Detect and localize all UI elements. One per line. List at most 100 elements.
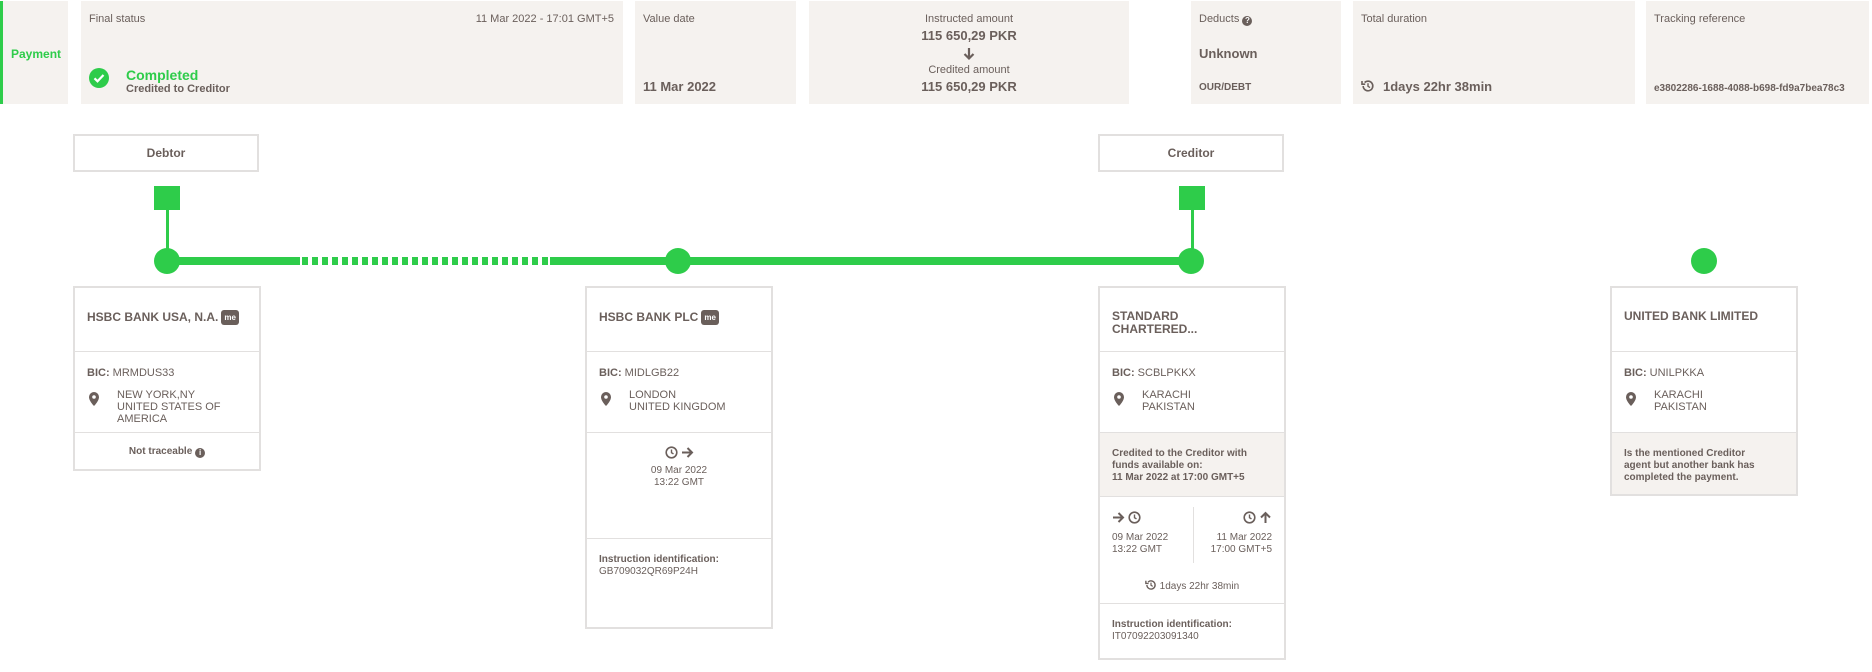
not-traceable: Not traceable i: [75, 446, 259, 458]
final-status-card: Final status 11 Mar 2022 - 17:01 GMT+5 C…: [81, 1, 623, 104]
time-time: 13:22 GMT: [653, 477, 705, 488]
agent-message-section: Is the mentioned Creditor agent but anot…: [1612, 433, 1796, 494]
out-date: 11 Mar 2022: [1216, 532, 1272, 543]
step-duration-value: 1days 22hr 38min: [1159, 581, 1240, 592]
instruction-block: Instruction identification: IT0709220309…: [1112, 619, 1232, 643]
bic-row: BIC: UNILPKKA: [1624, 367, 1704, 379]
arrow-right-icon: [1112, 511, 1125, 524]
agent-message-line: agent but another bank has: [1624, 460, 1755, 471]
clock-icon: [665, 446, 678, 459]
agent-message-line: completed the payment.: [1624, 472, 1739, 483]
bic-label: BIC:: [599, 367, 622, 379]
history-icon: [1361, 79, 1375, 93]
deducts-label: Deducts: [1199, 13, 1240, 25]
bank-card-hsbc-usa[interactable]: HSBC BANK USA, N.A.me BIC: MRMDUS33 NEW …: [73, 286, 261, 471]
value-date: 11 Mar 2022: [643, 79, 717, 94]
timing-text: 09 Mar 2022 13:22 GMT: [587, 465, 771, 489]
address-line: PAKISTAN: [1654, 401, 1707, 413]
value-date-label: Value date: [643, 13, 695, 25]
creditor-label: Creditor: [1098, 134, 1284, 172]
address-line: NEW YORK,NY: [117, 389, 196, 401]
debtor-marker: [154, 186, 180, 210]
route-node-standard-chartered: [1178, 248, 1204, 274]
in-time: 09 Mar 2022 13:22 GMT: [1112, 532, 1168, 556]
clock-arrow-icons: [665, 446, 694, 459]
route-node-hsbc-plc: [665, 248, 691, 274]
clock-icon: [1128, 511, 1141, 524]
tracking-value[interactable]: e3802286-1688-4088-b698-fd9a7bea78c3: [1654, 83, 1845, 94]
instructed-amount-value: 115 650,29 PKR: [921, 28, 1017, 43]
credited-message: Credited to the Creditor with funds avai…: [1112, 448, 1247, 484]
check-circle-icon: [89, 68, 109, 88]
total-duration-value: 1days 22hr 38min: [1383, 79, 1493, 94]
bank-info: BIC: SCBLPKKX KARACHI PAKISTAN: [1100, 352, 1284, 433]
instruction-value: GB709032QR69P24H: [599, 566, 698, 577]
debtor-stem: [166, 210, 169, 250]
instruction-block: Instruction identification: GB709032QR69…: [599, 554, 719, 578]
clock-arrow-up-icons: [1243, 511, 1272, 524]
bic-label: BIC:: [1112, 367, 1135, 379]
instruction-label: Instruction identification:: [599, 554, 719, 565]
credited-line: 11 Mar 2022 at 17:00 GMT+5: [1112, 472, 1245, 483]
bank-header: HSBC BANK USA, N.A.me: [75, 288, 259, 352]
credited-line: Credited to the Creditor with: [1112, 448, 1247, 459]
bic-row: BIC: MIDLGB22: [599, 367, 679, 379]
me-badge: me: [701, 310, 719, 325]
bank-info: BIC: UNILPKKA KARACHI PAKISTAN: [1612, 352, 1796, 433]
final-status-datetime: 11 Mar 2022 - 17:01 GMT+5: [475, 13, 614, 25]
credited-section: Credited to the Creditor with funds avai…: [1100, 433, 1284, 497]
route-line-1: [167, 257, 300, 265]
total-duration-label: Total duration: [1361, 13, 1428, 25]
address-line: PAKISTAN: [1142, 401, 1195, 413]
arrow-clock-icons: [1112, 511, 1141, 524]
out-time-value: 17:00 GMT+5: [1210, 544, 1272, 555]
payment-tab[interactable]: Payment: [0, 1, 68, 104]
location-pin-icon: [1626, 392, 1636, 406]
debtor-label: Debtor: [73, 134, 259, 172]
address-line: KARACHI: [1654, 389, 1703, 401]
route-line-2: [550, 257, 1190, 265]
bank-card-united-bank[interactable]: UNITED BANK LIMITED BIC: UNILPKKA KARACH…: [1610, 286, 1798, 496]
bank-name-line: CHARTERED...: [1112, 322, 1198, 336]
agent-message: Is the mentioned Creditor agent but anot…: [1624, 448, 1755, 484]
bic-row: BIC: SCBLPKKX: [1112, 367, 1196, 379]
arrow-down-icon: [962, 47, 976, 61]
final-status-label: Final status: [89, 13, 146, 25]
status-sub: Credited to Creditor: [126, 83, 230, 95]
info-icon[interactable]: i: [195, 448, 206, 458]
bank-name: HSBC BANK PLC: [599, 310, 699, 324]
arrow-up-icon: [1259, 511, 1272, 524]
route-node-united-bank: [1691, 248, 1717, 274]
arrow-right-icon: [681, 446, 694, 459]
deducts-label-wrap: Deducts ?: [1199, 13, 1253, 26]
instruction-section: Instruction identification: IT0709220309…: [1100, 604, 1284, 658]
credited-amount-value: 115 650,29 PKR: [921, 79, 1017, 94]
amounts-card: Instructed amount 115 650,29 PKR Credite…: [809, 1, 1129, 104]
not-traceable-text: Not traceable: [128, 446, 193, 457]
instruction-section: Instruction identification: GB709032QR69…: [587, 539, 771, 627]
bic-row: BIC: MRMDUS33: [87, 367, 174, 379]
credited-amount-label: Credited amount: [928, 64, 1010, 76]
clock-icon: [1243, 511, 1256, 524]
instruction-value: IT07092203091340: [1112, 631, 1199, 642]
location-pin-icon: [1114, 392, 1124, 406]
instruction-label: Instruction identification:: [1112, 619, 1232, 630]
address-line: UNITED STATES OF: [117, 401, 221, 413]
route-node-hsbc-usa: [154, 248, 180, 274]
bank-card-standard-chartered[interactable]: STANDARD CHARTERED... BIC: SCBLPKKX KARA…: [1098, 286, 1286, 660]
bic-value: MIDLGB22: [624, 367, 680, 379]
timing-section: 09 Mar 2022 13:22 GMT 11 Mar 2022 17:00 …: [1100, 497, 1284, 604]
timing-divider: [1193, 507, 1194, 563]
help-icon[interactable]: ?: [1242, 16, 1253, 26]
traceability-section: Not traceable i: [75, 433, 259, 469]
location-pin-icon: [601, 392, 611, 406]
in-time-value: 13:22 GMT: [1112, 544, 1163, 555]
address-line: LONDON: [629, 389, 677, 401]
agent-message-line: Is the mentioned Creditor: [1624, 448, 1746, 459]
bic-label: BIC:: [1624, 367, 1647, 379]
history-icon: [1145, 579, 1157, 591]
timing-section: 09 Mar 2022 13:22 GMT: [587, 433, 771, 539]
credited-line: funds available on:: [1112, 460, 1203, 471]
tracking-label: Tracking reference: [1654, 13, 1746, 25]
